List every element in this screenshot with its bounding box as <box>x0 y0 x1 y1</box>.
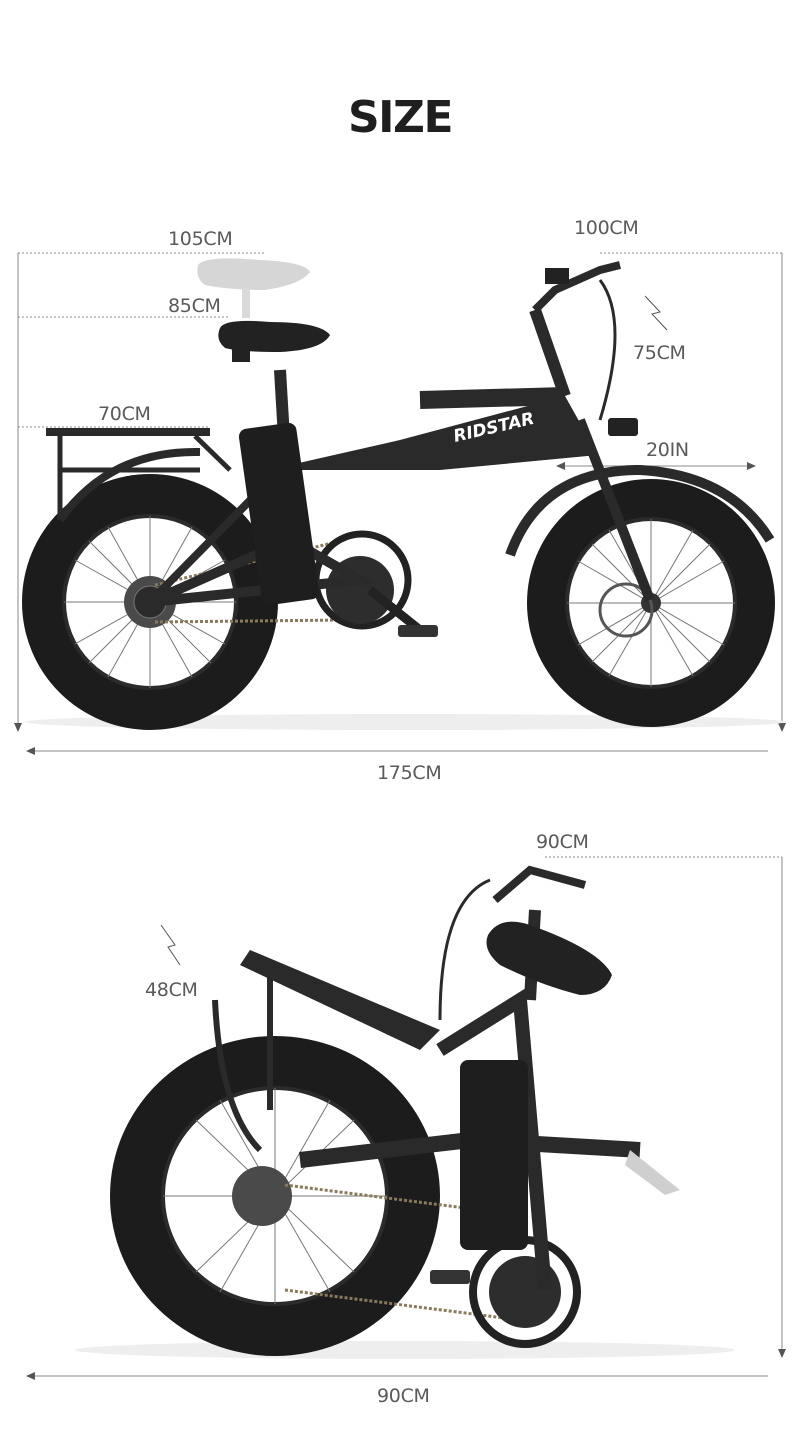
rack-height-label: 70CM <box>98 403 151 425</box>
wheel-size-label: 20IN <box>646 439 689 461</box>
folded-depth-label: 48CM <box>145 979 198 1001</box>
dimension-guides-folded <box>26 856 786 1380</box>
folded-length-label: 90CM <box>377 1385 430 1407</box>
total-length-label: 175CM <box>377 762 442 784</box>
unfolded-bike: RIDSTAR <box>22 258 785 730</box>
handlebar-reach-label: 75CM <box>633 342 686 364</box>
handlebar-height-label: 100CM <box>574 217 639 239</box>
seat-max-height-label: 105CM <box>168 228 233 250</box>
folded-height-label: 90CM <box>536 831 589 853</box>
seat-min-height-label: 85CM <box>168 295 221 317</box>
dimension-guides-unfolded <box>14 252 786 755</box>
page-title: SIZE <box>347 92 454 143</box>
folded-bike <box>75 865 735 1359</box>
